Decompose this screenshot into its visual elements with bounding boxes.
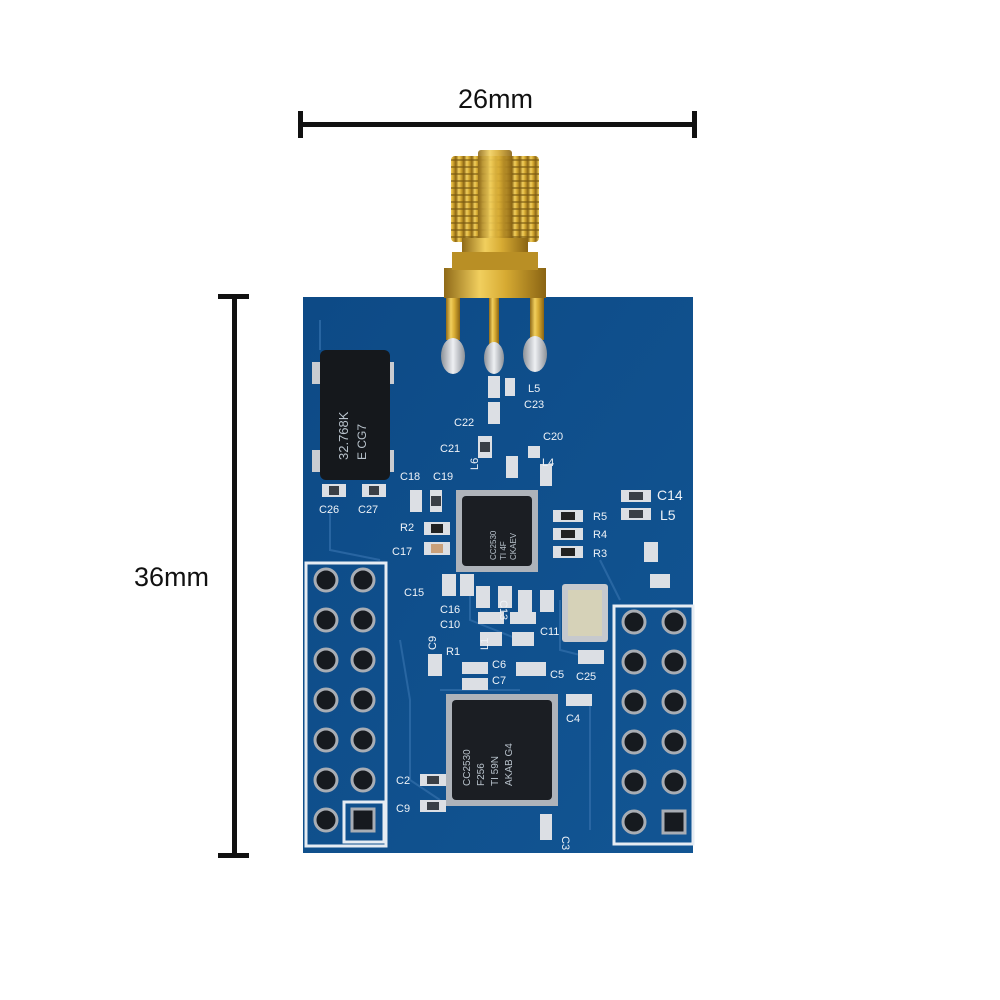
svg-text:CC2530: CC2530 — [489, 530, 498, 560]
svg-text:C4: C4 — [566, 713, 580, 725]
pcb-traces — [319, 320, 621, 830]
svg-text:C2: C2 — [396, 775, 410, 787]
silkscreen-labels: C26 C27 C18 C19 R2 C17 C15 C16 C10 R1 C6… — [319, 383, 683, 850]
svg-text:R5: R5 — [593, 511, 607, 523]
sma-base — [444, 268, 546, 298]
svg-text:C9: C9 — [427, 636, 439, 650]
svg-text:C25: C25 — [576, 671, 596, 683]
svg-text:C16: C16 — [440, 604, 460, 616]
svg-text:C5: C5 — [550, 669, 564, 681]
svg-text:C21: C21 — [440, 443, 460, 455]
height-dimension-cap-top — [218, 294, 249, 299]
svg-text:C10: C10 — [440, 619, 460, 631]
svg-text:L5: L5 — [528, 383, 540, 395]
svg-text:C7: C7 — [492, 675, 506, 687]
svg-text:R2: R2 — [400, 522, 414, 534]
mcu-chip: CC2530 F256 TI 59N AKAB G4 — [446, 694, 558, 806]
svg-text:C9: C9 — [396, 803, 410, 815]
svg-text:C27: C27 — [358, 504, 378, 516]
crystal-oscillator: 32.768K E CG7 — [312, 350, 394, 480]
rf-chip: CC2530 TI 4F CKAEV — [456, 490, 538, 572]
svg-text:R3: R3 — [593, 548, 607, 560]
sma-leg-center — [489, 298, 499, 350]
svg-text:C19: C19 — [433, 471, 453, 483]
width-dimension-cap-right — [692, 111, 697, 138]
right-pin-header — [612, 604, 695, 846]
svg-text:C23: C23 — [524, 399, 544, 411]
sma-nut — [478, 150, 512, 250]
svg-text:R4: R4 — [593, 529, 607, 541]
svg-text:CC2530: CC2530 — [462, 749, 473, 786]
svg-text:L1: L1 — [479, 638, 491, 650]
crystal-marking-2: E CG7 — [355, 424, 369, 460]
svg-text:C22: C22 — [454, 417, 474, 429]
svg-text:F256: F256 — [476, 763, 487, 786]
height-dimension-line — [232, 296, 237, 856]
svg-text:L5: L5 — [660, 507, 676, 523]
width-dimension-label: 26mm — [458, 84, 534, 114]
width-dimension-cap-left — [298, 111, 303, 138]
svg-text:C18: C18 — [400, 471, 420, 483]
svg-text:C15: C15 — [404, 587, 424, 599]
svg-text:TI 59N: TI 59N — [490, 756, 501, 786]
height-dimension-label: 36mm — [134, 562, 210, 592]
svg-text:C17: C17 — [392, 546, 412, 558]
width-dimension-line — [300, 122, 695, 127]
svg-text:R1: R1 — [446, 646, 460, 658]
svg-text:L4: L4 — [542, 457, 554, 469]
svg-text:AKAB G4: AKAB G4 — [504, 743, 515, 786]
sma-leg-left — [446, 298, 460, 340]
crystal-marking-1: 32.768K — [336, 411, 351, 460]
svg-text:TI 4F: TI 4F — [499, 541, 508, 560]
svg-text:C11: C11 — [540, 626, 559, 638]
sma-leg-right — [530, 298, 544, 340]
svg-text:CKAEV: CKAEV — [509, 532, 518, 560]
svg-text:C6: C6 — [492, 659, 506, 671]
height-dimension-cap-bottom — [218, 853, 249, 858]
left-pin-header — [304, 561, 388, 848]
svg-text:C26: C26 — [319, 504, 339, 516]
svg-text:C14: C14 — [657, 487, 683, 503]
svg-text:L6: L6 — [469, 458, 481, 470]
svg-text:C13: C13 — [497, 600, 509, 620]
smd-components — [322, 376, 670, 840]
svg-text:C3: C3 — [559, 836, 571, 850]
svg-text:C20: C20 — [543, 431, 563, 443]
